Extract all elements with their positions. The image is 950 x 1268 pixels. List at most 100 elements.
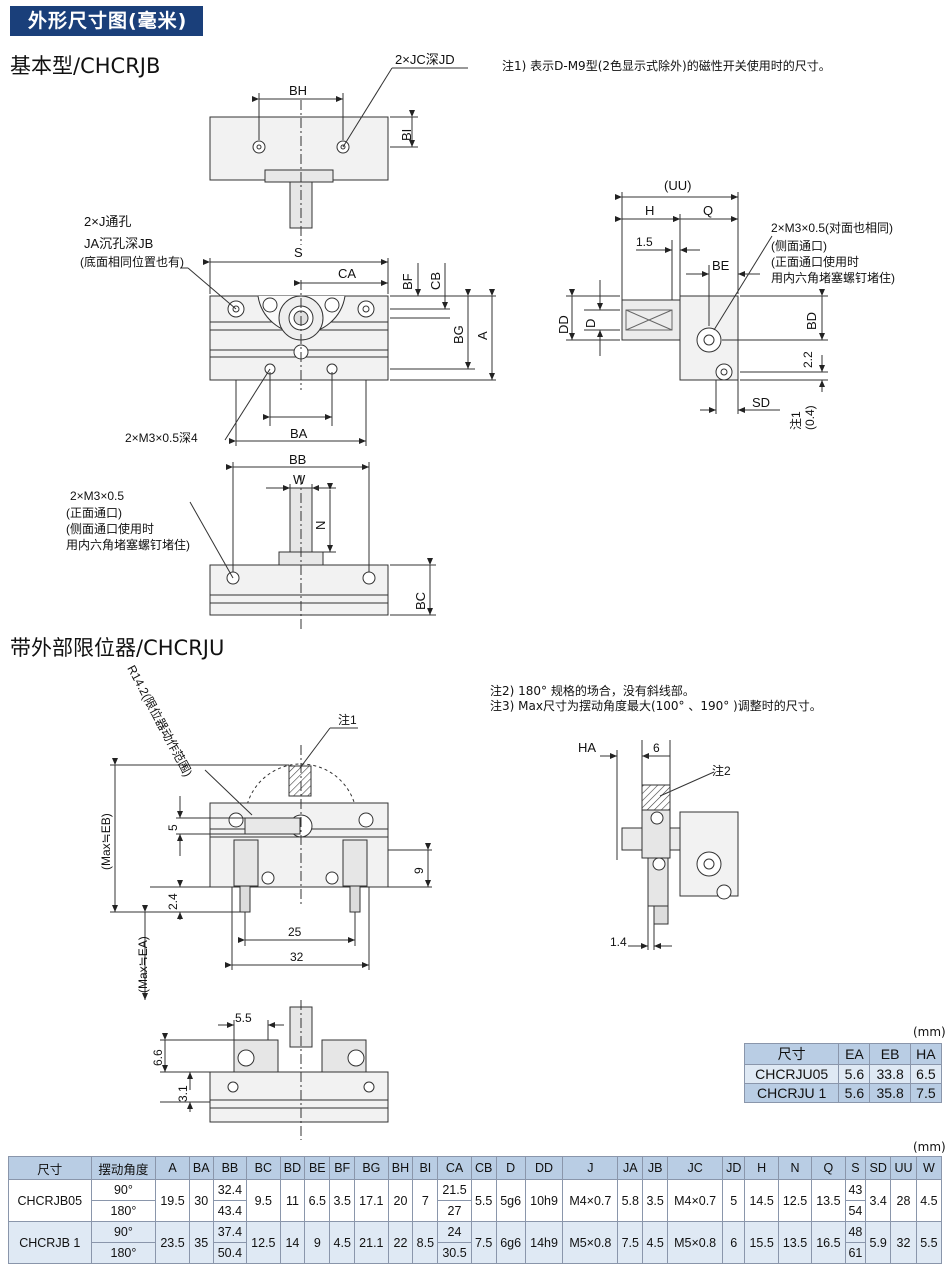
page-header-banner: 外形尺寸图(毫米) bbox=[10, 6, 203, 36]
dim-5: 5 bbox=[166, 824, 180, 831]
table-header-uu: UU bbox=[890, 1156, 917, 1180]
dim-bb: BB bbox=[289, 452, 306, 467]
table-header-bc: BC bbox=[246, 1156, 281, 1180]
label-note1-side: 注1 bbox=[788, 411, 803, 430]
stopper-front-view bbox=[110, 727, 432, 1000]
table-cell: M4×0.7 bbox=[562, 1179, 619, 1222]
table-cell: 13.5 bbox=[811, 1179, 846, 1222]
table-cell: 22 bbox=[387, 1221, 414, 1264]
section-title-basic: 基本型/CHCRJB bbox=[10, 54, 161, 78]
table-cell: 17.1 bbox=[354, 1179, 389, 1222]
technical-drawings: BH BI 2×JC深JD 2×J通孔 JA沉孔深JB (底面相同位置也有) S… bbox=[66, 52, 895, 1140]
dim-ha: HA bbox=[578, 740, 596, 755]
label-r14-2: R14.2(限位器动作范围) bbox=[124, 662, 195, 779]
dim-1-4: 1.4 bbox=[610, 935, 627, 949]
table-header-ba: BA bbox=[188, 1156, 214, 1180]
table-header-a: A bbox=[155, 1156, 190, 1180]
table-header-bd: BD bbox=[279, 1156, 306, 1180]
label-front-port-use: (正面通口使用时 bbox=[771, 254, 859, 269]
label-m3-depth4: 2×M3×0.5深4 bbox=[125, 431, 198, 445]
note-3: 注3) Max尺寸为摆动角度最大(100° 、190° )调整时的尺寸。 bbox=[490, 699, 822, 713]
table-cell: 61 bbox=[844, 1242, 867, 1264]
small-header-eb: EB bbox=[869, 1043, 911, 1065]
label-max-eb: (Max≒EB) bbox=[99, 813, 113, 870]
table-header-bf: BF bbox=[329, 1156, 356, 1180]
table-row: CHCRJU05 5.6 33.8 6.5 bbox=[743, 1064, 943, 1084]
bottom-view bbox=[189, 462, 436, 630]
label-front-port: (正面通口) bbox=[66, 506, 122, 520]
table-cell: 30 bbox=[188, 1179, 214, 1222]
dim-25: 25 bbox=[288, 925, 302, 939]
table-header-bg: BG bbox=[354, 1156, 389, 1180]
table-cell: 43 bbox=[844, 1179, 867, 1201]
dim-bf: BF bbox=[400, 273, 415, 290]
table-header-bh: BH bbox=[387, 1156, 414, 1180]
dim-0-4: (0.4) bbox=[803, 405, 817, 430]
table-cell: 4.5 bbox=[915, 1179, 943, 1222]
table-cell: 7.5 bbox=[617, 1221, 644, 1264]
table-cell: CHCRJB 1 bbox=[8, 1221, 92, 1264]
small-cell: CHCRJU 1 bbox=[743, 1083, 840, 1103]
small-table-unit: (mm) bbox=[913, 1025, 946, 1039]
main-table-unit: (mm) bbox=[913, 1140, 946, 1154]
stopper-dimension-table: 尺寸 EA EB HA CHCRJU05 5.6 33.8 6.5 CHCRJU… bbox=[743, 1043, 943, 1103]
dim-9: 9 bbox=[412, 867, 426, 874]
table-header-n: N bbox=[777, 1156, 813, 1180]
table-cell: 24 bbox=[437, 1221, 472, 1243]
label-side-port-use: (侧面通口使用时 bbox=[66, 521, 154, 536]
table-cell: 7.5 bbox=[470, 1221, 497, 1264]
table-header-cb: CB bbox=[470, 1156, 497, 1180]
table-cell: 5.5 bbox=[915, 1221, 943, 1264]
dim-s: S bbox=[294, 245, 303, 260]
dim-6: 6 bbox=[653, 741, 660, 755]
dim-dd: DD bbox=[556, 315, 571, 334]
table-cell: 6.5 bbox=[304, 1179, 331, 1222]
table-header-ja: JA bbox=[617, 1156, 644, 1180]
dim-be: BE bbox=[712, 258, 730, 273]
label-jc: 2×JC深JD bbox=[395, 52, 455, 67]
dim-ca: CA bbox=[338, 266, 356, 281]
table-cell: 12.5 bbox=[246, 1221, 281, 1264]
small-cell: 7.5 bbox=[909, 1083, 943, 1103]
dim-ba: BA bbox=[290, 426, 308, 441]
table-cell: CHCRJB05 bbox=[8, 1179, 92, 1222]
table-cell: 14h9 bbox=[524, 1221, 564, 1264]
table-cell: 54 bbox=[844, 1200, 867, 1222]
dim-uu: (UU) bbox=[664, 178, 691, 193]
table-cell: 14 bbox=[279, 1221, 306, 1264]
small-header-ha: HA bbox=[909, 1043, 943, 1065]
table-header-尺寸: 尺寸 bbox=[8, 1156, 92, 1180]
table-cell: 13.5 bbox=[777, 1221, 813, 1264]
dim-d: D bbox=[583, 319, 598, 328]
table-cell: 21.5 bbox=[437, 1179, 472, 1201]
dim-h: H bbox=[645, 203, 654, 218]
table-cell: 180° bbox=[90, 1200, 157, 1222]
table-cell: 90° bbox=[90, 1179, 157, 1201]
table-cell: 21.1 bbox=[354, 1221, 389, 1264]
table-cell: 32 bbox=[890, 1221, 917, 1264]
label-side-m3: 2×M3×0.5(对面也相同) bbox=[771, 221, 893, 235]
table-cell: 28 bbox=[890, 1179, 917, 1222]
label-bottom-same: (底面相同位置也有) bbox=[80, 254, 184, 269]
table-header-ca: CA bbox=[437, 1156, 472, 1180]
table-cell: 8.5 bbox=[412, 1221, 439, 1264]
table-header-w: W bbox=[915, 1156, 943, 1180]
dim-5-5: 5.5 bbox=[235, 1011, 252, 1025]
table-header-q: Q bbox=[811, 1156, 846, 1180]
table-cell: M5×0.8 bbox=[562, 1221, 619, 1264]
stopper-bottom-view bbox=[160, 1000, 389, 1140]
table-header-jc: JC bbox=[667, 1156, 724, 1180]
dim-bd: BD bbox=[804, 312, 819, 330]
table-cell: 23.5 bbox=[155, 1221, 190, 1264]
table-header-sd: SD bbox=[865, 1156, 892, 1180]
side-view bbox=[566, 192, 828, 414]
dim-a: A bbox=[475, 331, 490, 340]
table-cell: 12.5 bbox=[777, 1179, 813, 1222]
dim-32: 32 bbox=[290, 950, 304, 964]
table-header-jb: JB bbox=[642, 1156, 669, 1180]
note-2: 注2) 180° 规格的场合，没有斜线部。 bbox=[490, 684, 695, 698]
section-title-stopper: 带外部限位器/CHCRJU bbox=[10, 636, 225, 660]
table-row: CHCRJU 1 5.6 35.8 7.5 bbox=[743, 1083, 943, 1103]
